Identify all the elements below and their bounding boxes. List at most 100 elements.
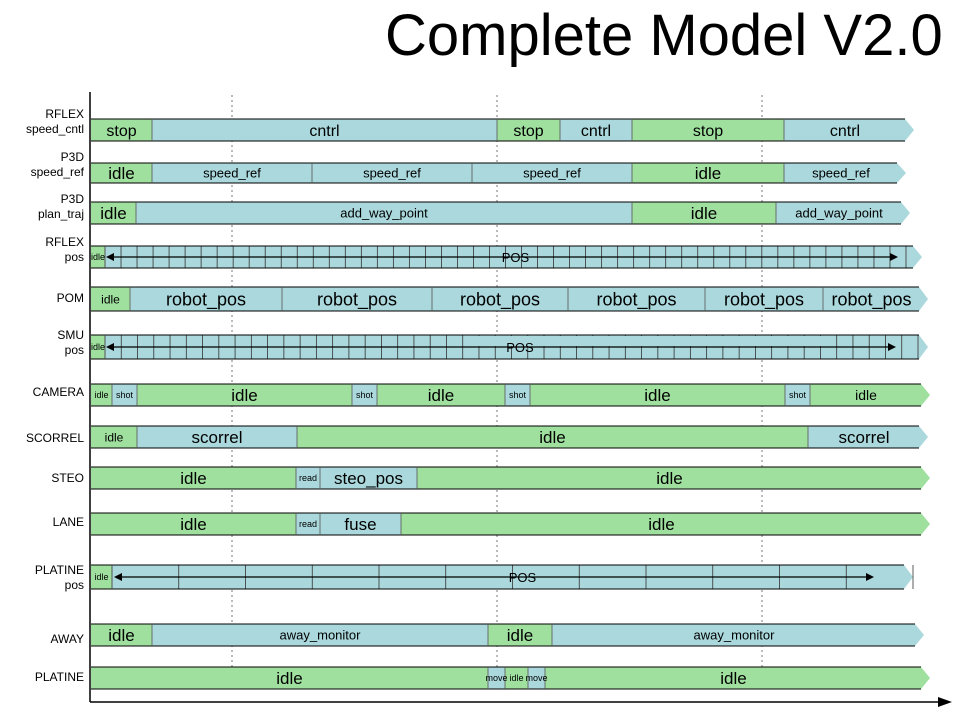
label-mask <box>470 336 835 346</box>
row-label-line: RFLEX <box>45 235 84 249</box>
segment-bar <box>632 163 784 183</box>
segment-label: stop <box>513 123 543 140</box>
segment-label: idle <box>276 669 302 688</box>
segment-bar <box>352 384 377 406</box>
row-label-line: P3D <box>60 192 84 206</box>
segment-label: robot_pos <box>596 289 676 310</box>
span-arrow-right-head <box>866 573 874 581</box>
segment-bar <box>91 667 488 689</box>
segment-bar <box>91 426 137 448</box>
segment-label: shot <box>789 390 807 400</box>
segment-label: robot_pos <box>831 289 911 310</box>
row-label-line: PLATINE <box>34 563 84 577</box>
segment-label: idle <box>231 386 257 405</box>
segment-bar <box>320 467 417 489</box>
segment-label: away_monitor <box>694 628 776 643</box>
row-label-camera: CAMERA <box>0 385 84 400</box>
row-label-line: RFLEX <box>45 107 84 121</box>
row-label-line: speed_cntl <box>25 122 84 136</box>
segment-bar <box>91 202 136 224</box>
segment-bar <box>552 624 924 646</box>
segment-bar <box>530 384 785 406</box>
segment-label: cntrl <box>309 123 339 140</box>
segment-bar <box>776 202 910 224</box>
row-label-scorrel: SCORREL <box>0 431 84 446</box>
row-label-line: P3D <box>60 150 84 164</box>
segment-label: idle <box>507 626 533 645</box>
segment-bar <box>808 426 928 448</box>
segment-label: idle <box>648 515 674 534</box>
row-label-line: CAMERA <box>32 384 84 399</box>
segment-bar <box>823 287 928 311</box>
segment-label: idle <box>720 669 746 688</box>
segment-label: idle <box>695 164 721 183</box>
segment-bar <box>528 667 545 689</box>
segment-label: move <box>485 673 507 683</box>
segment-bar <box>91 565 112 589</box>
row-label-line: POM <box>56 290 84 305</box>
span-arrow-left-head <box>106 253 114 261</box>
row-label-lane: LANE <box>0 515 84 530</box>
segment-bar <box>785 384 810 406</box>
segment-label: idle <box>105 430 124 444</box>
segment-bar <box>91 467 296 489</box>
time-axis-arrowhead <box>938 697 952 707</box>
row-away: idle away_monitor idle away_monitor <box>91 623 924 647</box>
segment-bar <box>152 119 497 141</box>
row-label-line: SMU <box>57 328 84 342</box>
segment-label: away_monitor <box>280 628 362 643</box>
segment-bar <box>91 624 152 646</box>
row-label-pom: POM <box>0 291 84 306</box>
row-label-line: pos <box>64 578 84 592</box>
segment-bar <box>632 119 784 141</box>
segment-label: speed_ref <box>812 166 870 181</box>
segment-bar <box>91 335 105 359</box>
segment-bar <box>632 202 776 224</box>
segment-label: idle <box>180 469 206 488</box>
segment-bar <box>91 513 296 535</box>
segment-bar <box>91 246 105 268</box>
segment-label: idle <box>180 515 206 534</box>
segment-label: fuse <box>344 515 376 534</box>
segment-bar <box>401 513 930 535</box>
span-arrow-right-head <box>888 343 896 351</box>
segment-bar <box>784 119 914 141</box>
row-label-line: STEO <box>51 470 84 485</box>
segment-bar <box>152 624 488 646</box>
segment-bar <box>91 384 112 406</box>
segment-label: idle <box>656 469 682 488</box>
segment-bar <box>112 384 137 406</box>
segment-label: shot <box>356 390 374 400</box>
segment-bar <box>810 384 930 406</box>
segment-label: idle <box>539 428 565 447</box>
segment-label: idle <box>108 626 134 645</box>
segment-label: add_way_point <box>340 206 428 221</box>
segment-label: idle <box>644 386 670 405</box>
segment-label: POS <box>509 570 537 585</box>
segment-bar <box>136 202 632 224</box>
segment-label: speed_ref <box>363 166 421 181</box>
row-label-line: pos <box>64 343 84 357</box>
segment-label: robot_pos <box>317 289 397 310</box>
segment-bar <box>377 384 505 406</box>
segment-bar <box>432 287 568 311</box>
segment-bar <box>560 119 632 141</box>
diagram-title: Complete Model V2.0 <box>385 3 943 68</box>
segment-bar <box>91 119 152 141</box>
segment-bar <box>91 287 130 311</box>
segment-label: idle <box>108 164 134 183</box>
segment-bar <box>505 667 528 689</box>
segment-bar <box>784 163 906 183</box>
